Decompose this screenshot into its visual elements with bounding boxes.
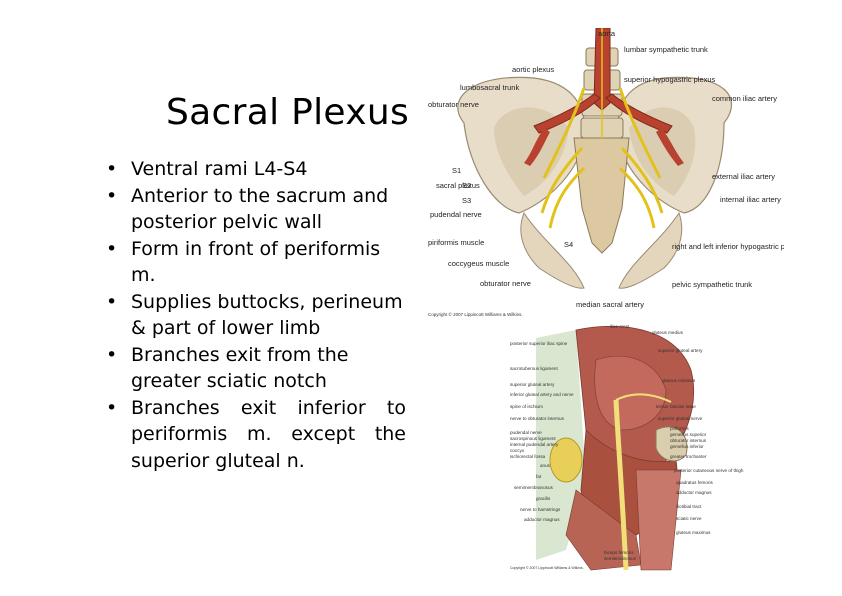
label-gluteal: gluteus medius [652, 330, 684, 335]
label-gluteal: sciatic nerve [676, 516, 702, 521]
label-coccygeus-muscle: coccygeus muscle [448, 259, 509, 268]
label-gluteal: sacrospinous ligament [510, 436, 556, 441]
label-common-iliac-artery: common iliac artery [712, 94, 777, 103]
label-gluteal: gluteus maximus [676, 530, 711, 535]
gluteal-region-illustration: posterior superior iliac spine sacrotube… [510, 324, 744, 571]
sciatic-nerve [613, 399, 629, 571]
label-gluteal: iliotibial tract [676, 504, 702, 509]
sacrum [573, 137, 630, 254]
label-gluteal: tensor fasciae latae [656, 404, 696, 409]
label-aortic-plexus: aortic plexus [512, 65, 554, 74]
label-gluteal: quadratus femoris [676, 480, 713, 485]
label-gluteal: adductor magnus [676, 490, 712, 495]
label-lumbosacral-trunk: lumbosacral trunk [460, 83, 519, 92]
label-gluteal: pudendal nerve [510, 430, 542, 435]
label-superior-hypogastric-plexus: superior hypogastric plexus [624, 75, 716, 84]
label-piriformis-muscle: piriformis muscle [428, 238, 484, 247]
label-s4: S4 [564, 240, 573, 249]
label-biceps-femoris: biceps femoris [604, 550, 634, 555]
copyright-text-gluteal: Copyright © 2007 Lippincott Williams & W… [510, 566, 584, 570]
label-gluteal: gemellus superior [670, 432, 707, 437]
labels-right: iliac crest gluteus medius superior glut… [610, 324, 744, 535]
label-gluteal: gluteus minimus [662, 378, 696, 383]
label-external-iliac-artery: external iliac artery [712, 172, 775, 181]
pelvis-illustration: aorta lumbar sympathetic trunk aortic pl… [428, 28, 784, 317]
label-gluteal: gemellus inferior [670, 444, 704, 449]
label-gluteal: posterior cutaneous nerve of thigh [674, 468, 744, 473]
label-sacral-plexus: sacral plexus [436, 181, 480, 190]
label-gluteal: nerve to hamstrings [520, 507, 561, 512]
label-gluteal: obturator internus [670, 438, 707, 443]
bullet-item: Ventral rami L4-S4 [106, 156, 406, 183]
label-gluteal: gracilis [536, 496, 551, 501]
label-pudendal-nerve: pudendal nerve [430, 210, 482, 219]
slide-title: Sacral Plexus [166, 92, 410, 134]
label-gluteal: semimembranosus [514, 485, 554, 490]
label-s3: S3 [462, 196, 471, 205]
label-aorta: aorta [598, 29, 616, 38]
label-pelvic-sympathetic-trunk: pelvic sympathetic trunk [672, 280, 752, 289]
label-gluteal: anus [540, 463, 551, 468]
bullet-item: Form in front of periformis m. [106, 236, 406, 289]
label-gluteal: adductor magnus [524, 517, 560, 522]
greater-trochanter [655, 426, 688, 462]
label-inferior-hypogastric-plexuses: right and left inferior hypogastric plex… [672, 242, 784, 251]
bullet-item: Supplies buttocks, perineum & part of lo… [106, 289, 406, 342]
bullet-item: Branches exit inferior to periformis m. … [106, 395, 406, 475]
label-gluteal: greater trochanter [670, 454, 707, 459]
bullet-item: Anterior to the sacrum and posterior pel… [106, 183, 406, 236]
copyright-text: Copyright © 2007 Lippincott Williams & W… [428, 311, 523, 317]
label-obturator-nerve: obturator nerve [428, 100, 479, 109]
bullet-list: Ventral rami L4-S4 Anterior to the sacru… [106, 156, 406, 474]
label-gluteal: internal pudendal artery [510, 442, 559, 447]
label-median-sacral-artery: median sacral artery [576, 300, 644, 309]
label-gluteal: piriformis [670, 426, 689, 431]
label-s2: S2 [462, 181, 471, 190]
label-gluteal: posterior superior iliac spine [510, 341, 568, 346]
label-gluteal: superior gluteal artery [510, 382, 555, 387]
label-gluteal: spine of ischium [510, 404, 543, 409]
label-gluteal: sacrotuberous ligament [510, 366, 558, 371]
label-gluteal: superior gluteal artery [658, 348, 703, 353]
bullet-item: Branches exit from the greater sciatic n… [106, 342, 406, 395]
label-s1: S1 [452, 166, 461, 175]
label-semitendinosus: semitendinosus [604, 556, 637, 561]
label-lumbar-sympathetic-trunk: lumbar sympathetic trunk [624, 45, 708, 54]
label-internal-iliac-artery: internal iliac artery [720, 195, 781, 204]
label-obturator-nerve-bottom: obturator nerve [480, 279, 531, 288]
label-gluteal: nerve to obturator internus [510, 416, 565, 421]
ischiorectal-fat [549, 437, 583, 483]
label-gluteal: iliac crest [610, 324, 630, 329]
sacral-plexus-nerves [540, 28, 664, 229]
label-gluteal: coccyx [510, 448, 525, 453]
label-gluteal: superior gluteal nerve [658, 416, 703, 421]
label-gluteal: ischiorectal fossa [510, 454, 546, 459]
label-gluteal: inferior gluteal artery and nerve [510, 392, 574, 397]
labels-left: posterior superior iliac spine sacrotube… [510, 341, 574, 522]
label-gluteal: fat [536, 474, 542, 479]
